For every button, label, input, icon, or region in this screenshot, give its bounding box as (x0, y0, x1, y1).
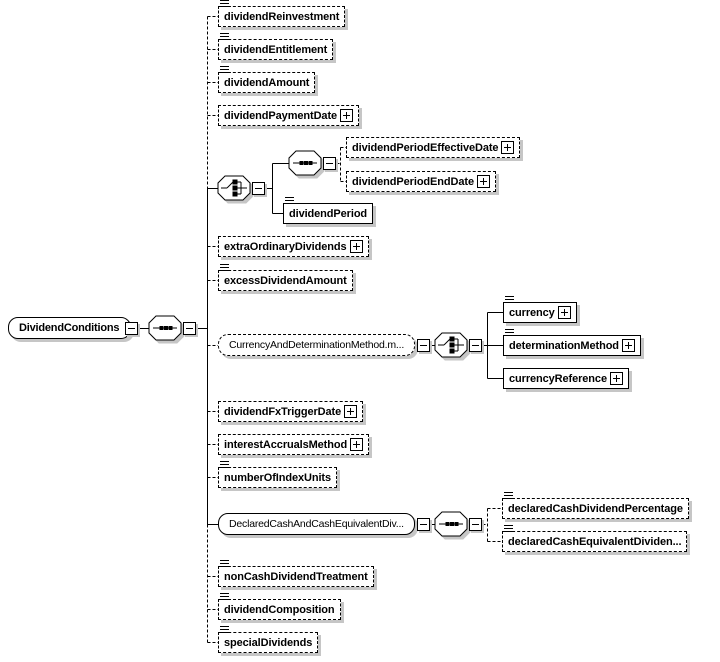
text-lines-icon (220, 461, 229, 469)
element-label: dividendEntitlement (224, 43, 328, 56)
group-declared-cash-and-cash-equivalent[interactable]: DeclaredCashAndCashEquivalentDiv... (218, 513, 415, 535)
plus-box-icon[interactable] (349, 240, 363, 253)
element-currency-reference[interactable]: currencyReference (503, 368, 629, 389)
element-number-of-index-units[interactable]: numberOfIndexUnits (218, 461, 337, 488)
element-special-dividends[interactable]: specialDividends (218, 626, 319, 653)
element-dividend-period-effective-date[interactable]: dividendPeriodEffectiveDate (346, 137, 521, 158)
element-label: dividendPeriodEffectiveDate (352, 141, 499, 154)
plus-box-icon[interactable] (340, 109, 354, 122)
element-declared-cash-equivalent-dividend[interactable]: declaredCashEquivalentDividen... (502, 525, 688, 552)
element-excess-dividend-amount[interactable]: excessDividendAmount (218, 264, 353, 291)
text-lines-icon (220, 33, 229, 41)
element-label: dividendPeriodEndDate (352, 175, 474, 188)
element-currency[interactable]: currency (503, 296, 577, 323)
choice-compositor-icon[interactable] (434, 332, 468, 358)
element-label: dividendAmount (224, 76, 310, 89)
text-lines-icon (505, 329, 514, 337)
choice-compositor-icon[interactable] (217, 175, 251, 201)
text-lines-icon (505, 296, 514, 304)
element-determination-method[interactable]: determinationMethod (503, 329, 641, 356)
element-label: interestAccrualsMethod (224, 438, 348, 451)
element-label: currency (509, 306, 555, 319)
minus-box-icon[interactable] (417, 518, 430, 531)
element-label: DividendConditions (19, 322, 120, 334)
element-dividend-period-end-date[interactable]: dividendPeriodEndDate (346, 171, 496, 192)
group-currency-and-determination-method[interactable]: CurrencyAndDeterminationMethod.m... (218, 334, 415, 356)
element-dividend-amount[interactable]: dividendAmount (218, 66, 316, 93)
element-label: declaredCashDividendPercentage (508, 502, 683, 515)
minus-box-icon[interactable] (252, 182, 265, 195)
plus-box-icon[interactable] (557, 306, 571, 319)
element-dividend-reinvestment[interactable]: dividendReinvestment (218, 0, 346, 27)
text-lines-icon (504, 525, 513, 533)
element-label: dividendFxTriggerDate (224, 405, 342, 418)
element-label: excessDividendAmount (224, 274, 347, 287)
plus-box-icon[interactable] (350, 438, 364, 451)
element-label: nonCashDividendTreatment (224, 570, 368, 583)
element-label: extraOrdinaryDividends (224, 240, 347, 253)
text-lines-icon (504, 492, 513, 500)
element-dividend-fx-trigger-date[interactable]: dividendFxTriggerDate (218, 401, 364, 422)
element-extra-ordinary-dividends[interactable]: extraOrdinaryDividends (218, 236, 369, 257)
text-lines-icon (220, 626, 229, 634)
minus-box-icon[interactable] (183, 322, 196, 335)
group-label: DeclaredCashAndCashEquivalentDiv... (229, 518, 404, 530)
element-dividend-payment-date[interactable]: dividendPaymentDate (218, 105, 360, 126)
text-lines-icon (285, 197, 294, 205)
plus-box-icon[interactable] (476, 175, 490, 188)
element-label: specialDividends (224, 636, 313, 649)
element-label: determinationMethod (509, 339, 619, 352)
text-lines-icon (220, 593, 229, 601)
minus-box-icon[interactable] (469, 518, 482, 531)
text-lines-icon (220, 264, 229, 272)
element-label: dividendPaymentDate (224, 109, 338, 122)
group-label: CurrencyAndDeterminationMethod.m... (229, 339, 405, 351)
element-dividend-period[interactable]: dividendPeriod (283, 197, 374, 224)
plus-box-icon[interactable] (344, 405, 358, 418)
element-dividend-composition[interactable]: dividendComposition (218, 593, 341, 620)
element-label: dividendReinvestment (224, 10, 340, 23)
element-interest-accruals-method[interactable]: interestAccrualsMethod (218, 434, 370, 455)
plus-box-icon[interactable] (621, 339, 635, 352)
minus-box-icon[interactable] (323, 157, 336, 170)
minus-box-icon[interactable] (417, 339, 430, 352)
text-lines-icon (220, 560, 229, 568)
element-label: declaredCashEquivalentDividen... (508, 535, 682, 548)
plus-box-icon[interactable] (609, 372, 623, 385)
element-label: dividendPeriod (289, 207, 368, 220)
element-label: numberOfIndexUnits (224, 471, 331, 484)
minus-box-icon[interactable] (125, 322, 138, 335)
element-label: currencyReference (509, 372, 607, 385)
element-dividend-conditions[interactable]: DividendConditions (8, 317, 131, 339)
text-lines-icon (220, 66, 229, 74)
sequence-compositor-icon[interactable] (148, 315, 182, 341)
element-non-cash-dividend-treatment[interactable]: nonCashDividendTreatment (218, 560, 374, 587)
minus-box-icon[interactable] (469, 339, 482, 352)
plus-box-icon[interactable] (501, 141, 515, 154)
element-label: dividendComposition (224, 603, 335, 616)
sequence-compositor-icon[interactable] (288, 150, 322, 176)
sequence-compositor-icon[interactable] (434, 511, 468, 537)
text-lines-icon (220, 0, 229, 8)
element-dividend-entitlement[interactable]: dividendEntitlement (218, 33, 334, 60)
element-declared-cash-dividend-percentage[interactable]: declaredCashDividendPercentage (502, 492, 689, 519)
